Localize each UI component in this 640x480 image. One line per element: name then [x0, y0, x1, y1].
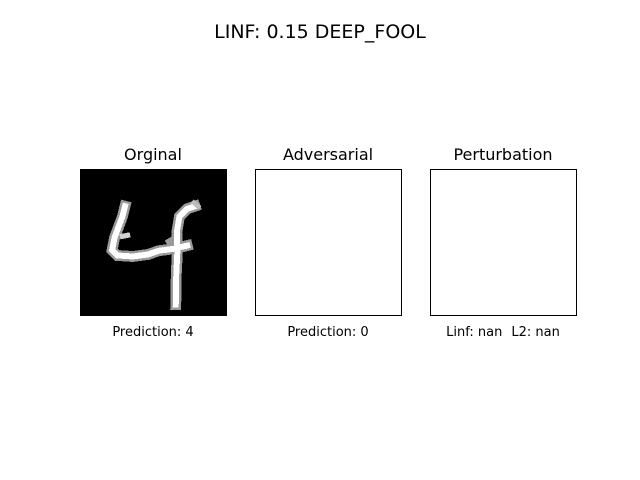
l2-norm-value: L2: nan: [511, 325, 560, 340]
linf-norm-value: Linf: nan: [446, 325, 503, 340]
perturbation-panel-title: Perturbation: [453, 145, 553, 164]
original-prediction-caption: Prediction: 4: [112, 325, 194, 340]
perturbation-norms-caption: Linf: nan L2: nan: [418, 324, 588, 341]
adversarial-panel-title: Adversarial: [282, 145, 374, 164]
original-image-frame: [80, 169, 227, 316]
adversarial-image-frame: [255, 169, 402, 316]
figure-title: LINF: 0.15 DEEP_FOOL: [214, 21, 426, 43]
perturbation-image-frame: [430, 169, 577, 316]
original-panel-title: Orginal: [124, 145, 182, 164]
digit-four-image: [81, 170, 226, 315]
adversarial-prediction-caption: Prediction: 0: [287, 325, 369, 340]
